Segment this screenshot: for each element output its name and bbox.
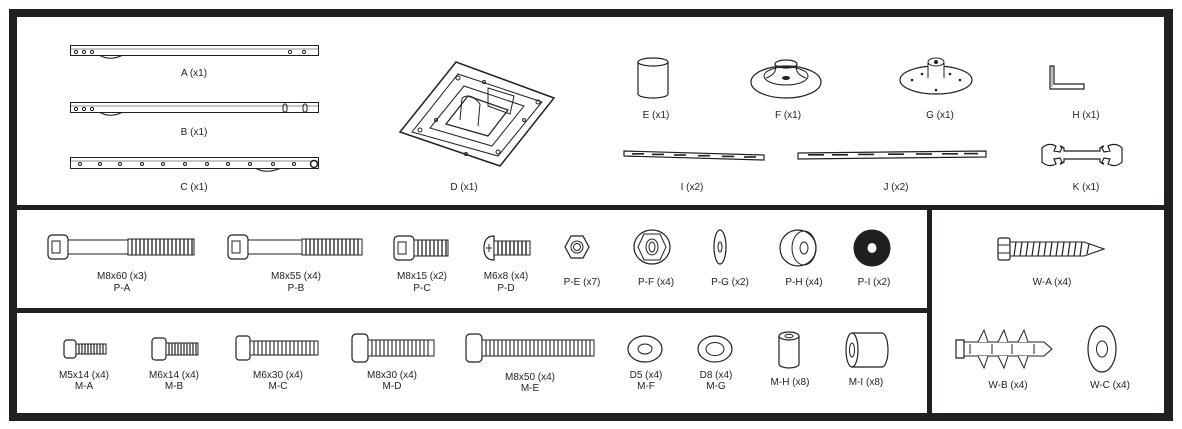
part-j-label: J (x2) <box>883 182 909 193</box>
m-g-code: M-G <box>706 381 726 392</box>
p-a-qty: M8x60 (x3) <box>96 271 148 282</box>
m-f-code: M-F <box>637 381 655 392</box>
part-m-a-screw <box>62 338 108 360</box>
w-b-qty: W-B (x4) <box>988 380 1028 391</box>
part-p-h-spacer <box>778 228 818 268</box>
part-w-b-anchor <box>954 328 1054 370</box>
part-m-d-screw <box>350 332 436 364</box>
m-f-qty: D5 (x4) <box>629 370 663 381</box>
part-a-label: A (x1) <box>180 68 208 79</box>
part-f-label: F (x1) <box>774 110 802 121</box>
part-j-bar <box>796 148 988 164</box>
part-g-plate <box>898 52 974 100</box>
m-a-code: M-A <box>74 381 94 392</box>
part-b-rail <box>70 101 320 119</box>
panel-p-hardware <box>17 210 927 308</box>
part-m-i-spacer <box>844 330 888 370</box>
p-h-qty: P-H (x4) <box>785 277 823 288</box>
m-d-qty: M8x30 (x4) <box>366 370 418 381</box>
w-a-qty: W-A (x4) <box>1032 277 1072 288</box>
part-a-rail <box>70 44 320 62</box>
part-i-label: I (x2) <box>680 182 704 193</box>
w-c-qty: W-C (x4) <box>1090 380 1130 391</box>
m-d-code: M-D <box>382 381 402 392</box>
m-c-code: M-C <box>268 381 288 392</box>
p-f-qty: P-F (x4) <box>637 277 675 288</box>
part-m-g-washer <box>696 334 734 364</box>
m-b-code: M-B <box>164 381 184 392</box>
part-d-bracket <box>396 58 558 170</box>
part-p-d-screw <box>482 234 532 262</box>
part-m-b-screw <box>150 336 200 362</box>
part-e-label: E (x1) <box>642 110 670 121</box>
part-p-e-nut <box>564 234 590 260</box>
parts-diagram-frame <box>9 9 1173 421</box>
p-c-code: P-C <box>413 283 431 294</box>
part-h-hex-key <box>1048 64 1088 92</box>
m-e-qty: M8x50 (x4) <box>504 372 556 383</box>
p-c-qty: M8x15 (x2) <box>396 271 448 282</box>
part-p-f-nut <box>632 228 672 266</box>
part-p-g-washer <box>712 228 728 266</box>
part-h-label: H (x1) <box>1072 110 1100 121</box>
p-b-qty: M8x55 (x4) <box>270 271 322 282</box>
part-f-cover <box>748 50 824 102</box>
part-w-a-screw <box>996 234 1106 264</box>
p-a-code: P-A <box>113 283 131 294</box>
part-b-label: B (x1) <box>180 127 208 138</box>
m-a-qty: M5x14 (x4) <box>58 370 110 381</box>
part-p-b-bolt <box>226 232 364 262</box>
part-e-sleeve <box>634 56 672 100</box>
p-i-qty: P-I (x2) <box>857 277 891 288</box>
p-d-qty: M6x8 (x4) <box>483 271 529 282</box>
part-w-c-washer <box>1086 324 1118 374</box>
part-k-wrench <box>1040 142 1124 168</box>
m-h-qty: M-H (x8) <box>770 377 810 388</box>
part-g-label: G (x1) <box>926 110 954 121</box>
part-p-i-washer <box>852 228 892 268</box>
part-p-c-bolt <box>392 234 450 262</box>
part-c-rail <box>70 156 322 176</box>
part-m-f-washer <box>626 334 664 364</box>
part-m-e-screw <box>464 332 596 364</box>
panel-m-hardware <box>17 313 927 413</box>
part-p-a-bolt <box>46 232 196 262</box>
m-b-qty: M6x14 (x4) <box>148 370 200 381</box>
p-g-qty: P-G (x2) <box>711 277 749 288</box>
part-i-bar <box>622 148 766 164</box>
p-b-code: P-B <box>287 283 305 294</box>
m-c-qty: M6x30 (x4) <box>252 370 304 381</box>
p-e-qty: P-E (x7) <box>563 277 601 288</box>
m-e-code: M-E <box>520 383 540 394</box>
part-c-label: C (x1) <box>180 182 208 193</box>
part-m-c-screw <box>234 334 320 362</box>
m-g-qty: D8 (x4) <box>699 370 733 381</box>
part-k-label: K (x1) <box>1072 182 1100 193</box>
part-m-h-spacer <box>776 330 802 370</box>
p-d-code: P-D <box>497 283 515 294</box>
m-i-qty: M-I (x8) <box>848 377 884 388</box>
part-d-label: D (x1) <box>450 182 478 193</box>
